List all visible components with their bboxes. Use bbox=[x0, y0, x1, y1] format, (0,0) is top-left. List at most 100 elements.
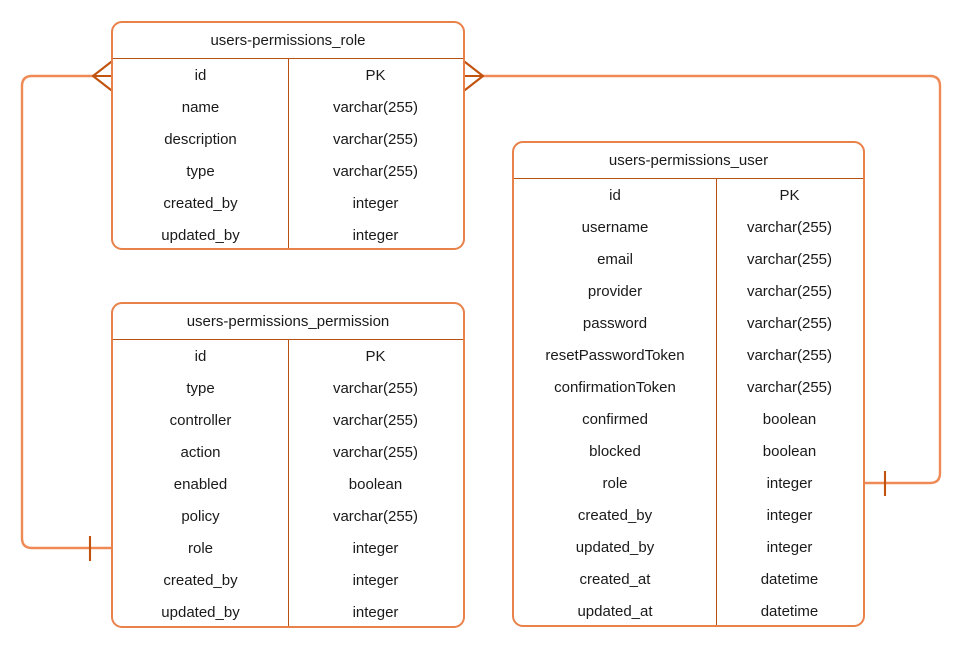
field-row: updated_by integer bbox=[514, 531, 863, 563]
entity-body-permission: id PK type varchar(255) controller varch… bbox=[113, 340, 463, 626]
field-type: integer bbox=[352, 226, 399, 244]
field-name: provider bbox=[587, 282, 643, 300]
field-name: id bbox=[609, 186, 621, 204]
entity-body-role: id PK name varchar(255) description varc… bbox=[113, 59, 463, 248]
field-name: created_by bbox=[163, 571, 238, 589]
field-row: created_by integer bbox=[514, 499, 863, 531]
field-row: updated_by integer bbox=[113, 219, 463, 248]
field-name: confirmationToken bbox=[554, 378, 676, 396]
field-name: description bbox=[164, 130, 237, 148]
entity-table-permission[interactable]: users-permissions_permission id PK type … bbox=[111, 302, 465, 628]
entity-table-user[interactable]: users-permissions_user id PK username va… bbox=[512, 141, 865, 627]
field-name: controller bbox=[169, 411, 232, 429]
field-name: created_by bbox=[577, 506, 653, 524]
field-type: varchar(255) bbox=[332, 162, 419, 180]
field-row: username varchar(255) bbox=[514, 211, 863, 243]
field-row: policy varchar(255) bbox=[113, 500, 463, 532]
column-divider bbox=[716, 179, 717, 625]
field-name: updated_by bbox=[575, 538, 655, 556]
field-name: type bbox=[186, 379, 215, 397]
field-type: varchar(255) bbox=[332, 411, 419, 429]
column-divider bbox=[288, 340, 289, 626]
field-type: boolean bbox=[762, 410, 817, 428]
field-row: password varchar(255) bbox=[514, 307, 863, 339]
entity-body-user: id PK username varchar(255) email varcha… bbox=[514, 179, 863, 625]
field-name: updated_by bbox=[161, 226, 240, 244]
field-row: id PK bbox=[113, 340, 463, 372]
field-row: controller varchar(255) bbox=[113, 404, 463, 436]
field-name: id bbox=[194, 347, 207, 365]
field-row: created_at datetime bbox=[514, 563, 863, 595]
field-type: PK bbox=[779, 186, 800, 204]
field-row: email varchar(255) bbox=[514, 243, 863, 275]
field-type: varchar(255) bbox=[746, 250, 833, 268]
field-name: name bbox=[181, 98, 220, 116]
field-row: created_by integer bbox=[113, 564, 463, 596]
field-name: role bbox=[602, 474, 628, 492]
field-name: updated_by bbox=[161, 603, 240, 621]
entity-title-user: users-permissions_user bbox=[514, 143, 863, 179]
field-name: policy bbox=[181, 507, 220, 525]
field-name: updated_at bbox=[577, 602, 653, 620]
field-row: updated_at datetime bbox=[514, 595, 863, 625]
field-type: PK bbox=[365, 66, 386, 84]
entity-title-role: users-permissions_role bbox=[113, 23, 463, 59]
field-row: updated_by integer bbox=[113, 596, 463, 626]
field-row: type varchar(255) bbox=[113, 155, 463, 187]
field-row: role integer bbox=[113, 532, 463, 564]
relationship-role-to-user bbox=[463, 60, 942, 496]
field-name: blocked bbox=[589, 442, 641, 460]
field-type: integer bbox=[766, 538, 813, 556]
field-row: created_by integer bbox=[113, 187, 463, 219]
field-type: datetime bbox=[760, 602, 819, 620]
field-name: role bbox=[187, 539, 213, 557]
field-type: datetime bbox=[760, 570, 819, 588]
field-row: action varchar(255) bbox=[113, 436, 463, 468]
field-type: integer bbox=[352, 571, 399, 589]
field-row: blocked boolean bbox=[514, 435, 863, 467]
crowsfoot-many-role-right bbox=[463, 60, 485, 92]
entity-table-role[interactable]: users-permissions_role id PK name varcha… bbox=[111, 21, 465, 250]
field-name: email bbox=[597, 250, 633, 268]
column-divider bbox=[288, 59, 289, 248]
field-type: integer bbox=[352, 603, 399, 621]
entity-title-permission: users-permissions_permission bbox=[113, 304, 463, 340]
field-name: created_at bbox=[579, 570, 651, 588]
field-type: varchar(255) bbox=[332, 443, 419, 461]
field-type: varchar(255) bbox=[746, 346, 833, 364]
field-name: type bbox=[186, 162, 215, 180]
field-type: varchar(255) bbox=[332, 379, 419, 397]
crowsfoot-many-role-left bbox=[91, 60, 113, 92]
field-type: boolean bbox=[348, 475, 403, 493]
field-type: varchar(255) bbox=[746, 218, 833, 236]
field-name: password bbox=[582, 314, 648, 332]
field-name: id bbox=[194, 66, 207, 84]
field-type: varchar(255) bbox=[746, 282, 833, 300]
field-type: varchar(255) bbox=[332, 98, 419, 116]
field-row: confirmed boolean bbox=[514, 403, 863, 435]
field-row: resetPasswordToken varchar(255) bbox=[514, 339, 863, 371]
field-type: varchar(255) bbox=[332, 130, 419, 148]
field-type: integer bbox=[766, 506, 813, 524]
field-name: enabled bbox=[173, 475, 228, 493]
field-row: id PK bbox=[514, 179, 863, 211]
field-row: name varchar(255) bbox=[113, 91, 463, 123]
field-row: provider varchar(255) bbox=[514, 275, 863, 307]
field-type: integer bbox=[352, 194, 399, 212]
field-row: enabled boolean bbox=[113, 468, 463, 500]
field-type: integer bbox=[766, 474, 813, 492]
field-type: PK bbox=[365, 347, 386, 365]
field-type: integer bbox=[352, 539, 399, 557]
field-name: resetPasswordToken bbox=[545, 346, 685, 364]
field-row: role integer bbox=[514, 467, 863, 499]
field-row: type varchar(255) bbox=[113, 372, 463, 404]
field-type: varchar(255) bbox=[746, 378, 833, 396]
field-row: description varchar(255) bbox=[113, 123, 463, 155]
field-name: action bbox=[180, 443, 221, 461]
field-row: id PK bbox=[113, 59, 463, 91]
field-name: created_by bbox=[163, 194, 238, 212]
field-name: confirmed bbox=[582, 410, 648, 428]
field-type: varchar(255) bbox=[332, 507, 419, 525]
